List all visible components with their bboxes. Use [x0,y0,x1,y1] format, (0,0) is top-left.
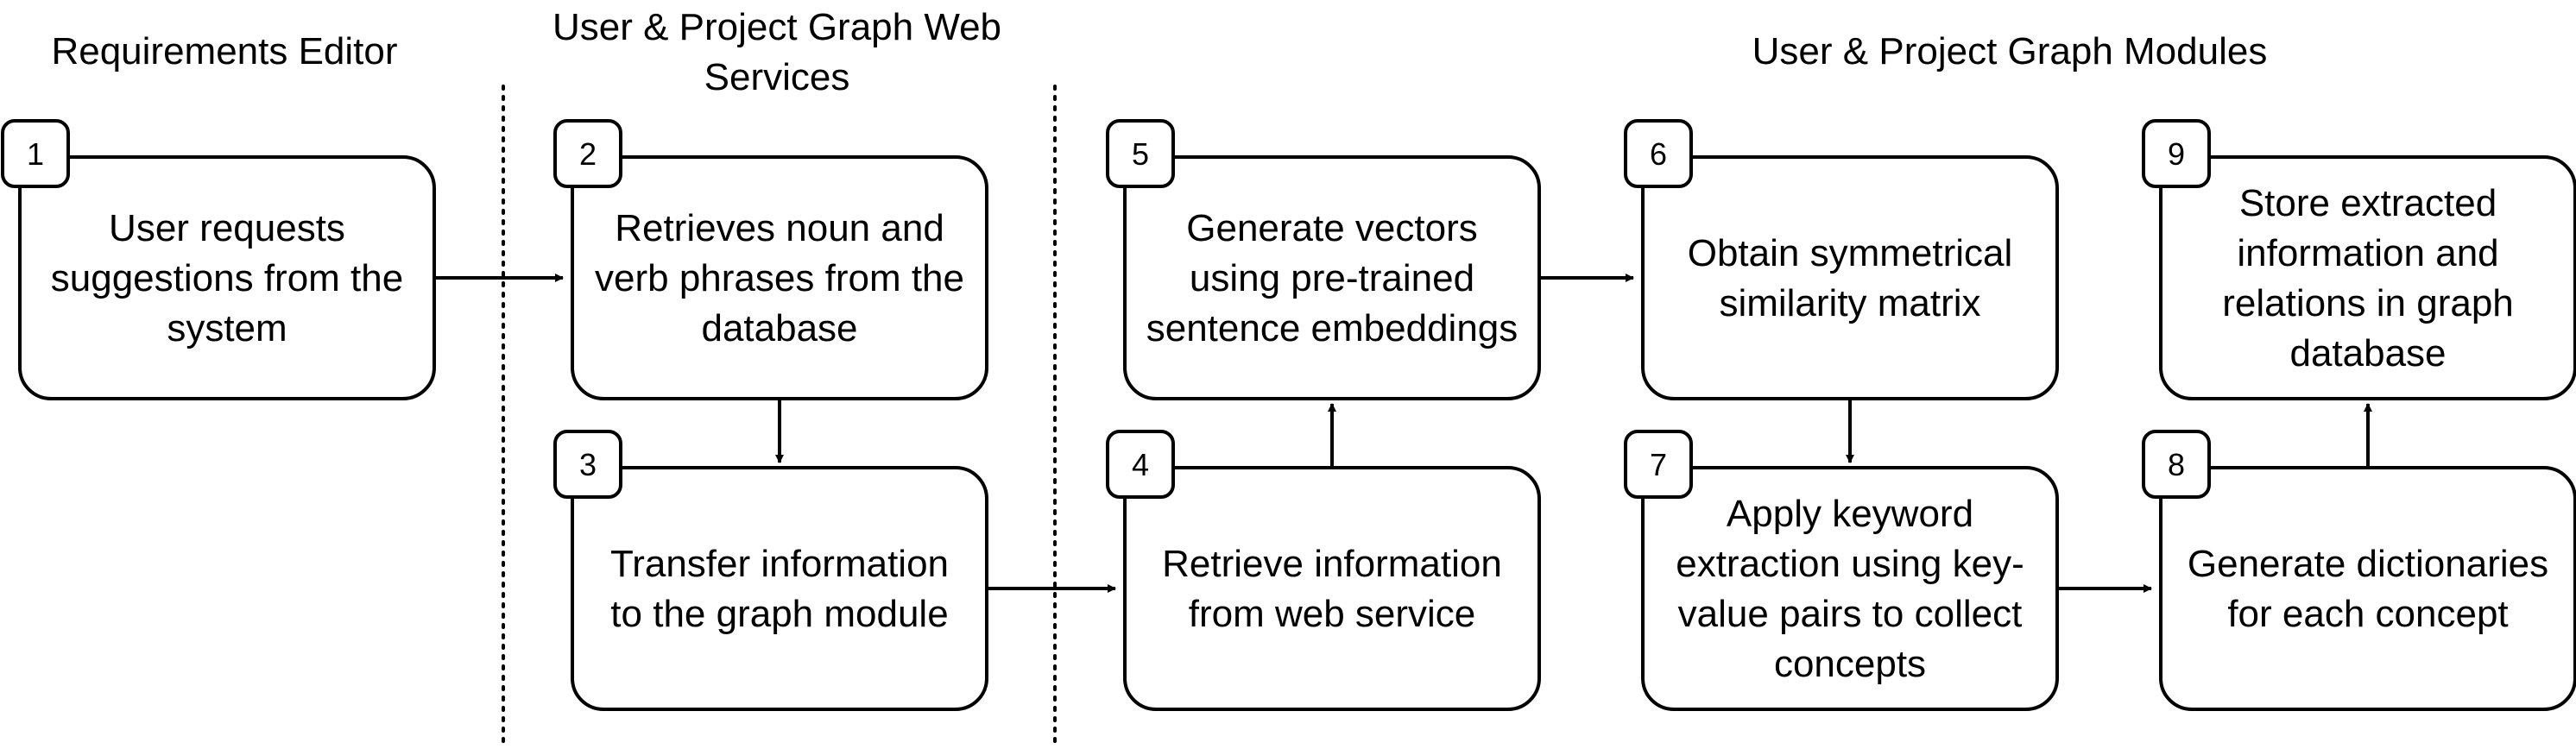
step-text-line: using pre-trained [1190,257,1474,299]
step-number-badge [2142,119,2211,188]
step-box [18,155,436,400]
header-web-services-line2: Services [704,56,850,98]
step-box [571,466,988,711]
step-text-line: relations in graph [2222,282,2514,324]
step-text-line: value pairs to collect [1678,593,2023,635]
step-box [1641,466,2059,711]
step-text-line: Retrieve information [1162,543,1502,585]
step-number-badge [553,119,622,188]
step-text-line: sentence embeddings [1146,307,1518,349]
step-number-badge [2142,430,2211,499]
step-number: 4 [1132,447,1149,482]
step-text-line: verb phrases from the [595,257,964,299]
step-text-line: Retrieves noun and [615,207,944,249]
step-number: 7 [1650,447,1667,482]
step-text-line: Transfer information [610,543,949,585]
step-number-badge [553,430,622,499]
step-box [2159,155,2576,400]
step-text-line: database [701,307,857,349]
step-number: 9 [2168,136,2185,172]
header-web-services-line1: User & Project Graph Web [552,6,1001,48]
connectors [434,274,2372,593]
step-number-badge [1624,119,1693,188]
header-requirements-editor: Requirements Editor [51,30,397,72]
step-number-badge [1,119,70,188]
step-number-badge [1106,119,1175,188]
step-text-line: database [2289,332,2446,374]
step-text-line: Obtain symmetrical [1688,232,2013,274]
step-number: 3 [579,447,597,482]
step-number: 5 [1132,136,1149,172]
step-number: 6 [1650,136,1667,172]
step-box [2159,466,2576,711]
step-number-badge [1624,430,1693,499]
step-text-line: Generate vectors [1186,207,1478,249]
step-text-line: for each concept [2227,593,2508,635]
step-number-badge [1106,430,1175,499]
step-box [1123,466,1541,711]
step-box [571,155,988,400]
step-text-line: User requests [109,207,345,249]
step-text-line: to the graph module [610,593,948,635]
step-box [1123,155,1541,400]
step-text-line: Store extracted [2239,182,2497,224]
step-number: 8 [2168,447,2185,482]
step-text-line: suggestions from the [51,257,403,299]
step-text-line: similarity matrix [1719,282,1980,324]
step-text-line: extraction using key- [1676,543,2024,585]
step-text-line: Apply keyword [1727,493,1973,535]
step-number: 1 [27,136,44,172]
step-number: 2 [579,136,597,172]
step-box [1641,155,2059,400]
header-graph-modules: User & Project Graph Modules [1752,30,2268,72]
step-text-line: system [167,307,287,349]
step-text-line: information and [2237,232,2498,274]
step-text-line: Generate dictionaries [2188,543,2548,585]
step-text-line: concepts [1774,643,1926,685]
step-text-line: from web service [1189,593,1476,635]
